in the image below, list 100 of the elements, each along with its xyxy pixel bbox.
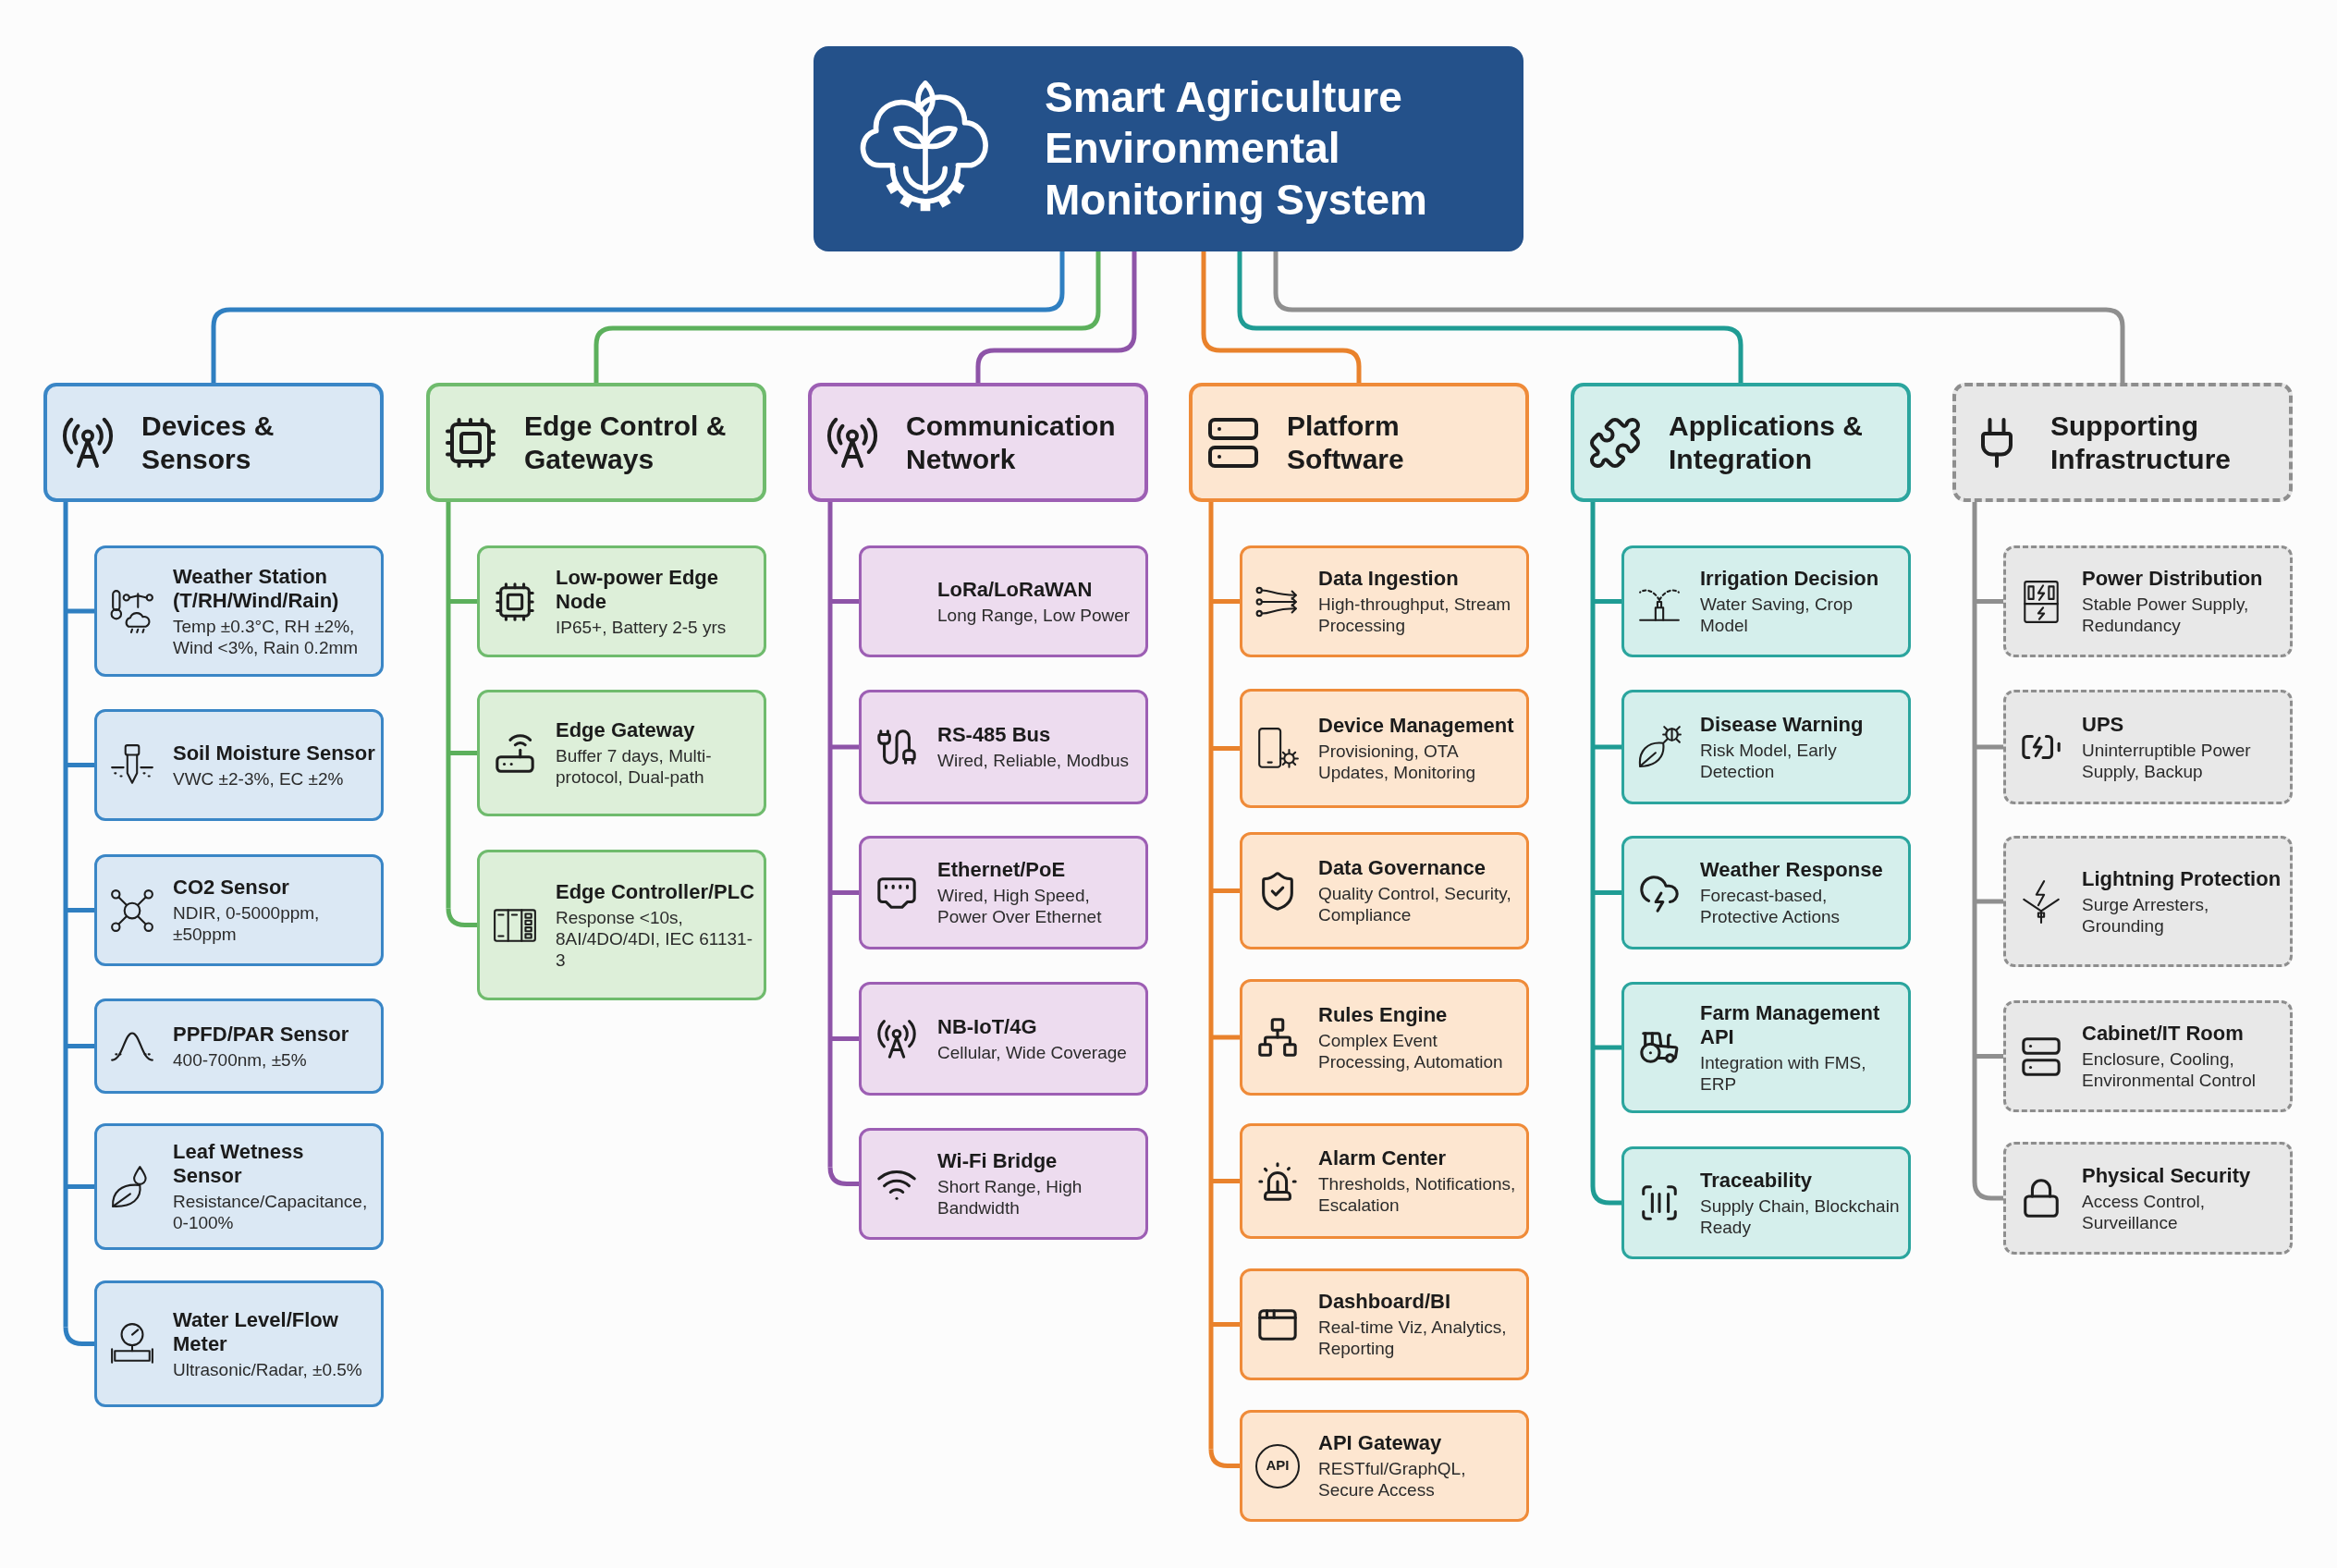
connector-line — [1590, 502, 1596, 1186]
connector-line — [211, 251, 1065, 383]
component-description: Risk Model, Early Detection — [1700, 739, 1838, 782]
component-title: Soil Moisture Sensor — [173, 741, 375, 766]
component-title: LoRa/LoRaWAN — [937, 577, 1094, 602]
component-description: Resistance/Capacitance, 0-100% — [173, 1191, 369, 1233]
category-title: Devices & Sensors — [141, 409, 275, 476]
component-card — [2003, 836, 2293, 967]
component-card — [859, 1128, 1148, 1240]
connector-line — [1590, 1185, 1621, 1206]
component-card — [1621, 545, 1911, 657]
component-description: Wired, High Speed, Power Over Ethernet — [937, 885, 1103, 927]
connector-line — [827, 502, 833, 1168]
connector-line — [1211, 599, 1240, 604]
component-description: Short Range, High Bandwidth — [937, 1176, 1083, 1219]
category-header-box — [808, 383, 1148, 502]
component-description: Quality Control, Security, Compliance — [1318, 883, 1512, 925]
component-title: Weather Response — [1700, 858, 1884, 882]
component-title: Power Distribution — [2082, 567, 2264, 591]
component-title: Farm Management API — [1700, 1000, 1881, 1049]
component-description: 400-700nm, ±5% — [173, 1048, 308, 1071]
component-title: Irrigation Decision — [1700, 567, 1880, 591]
component-description: Provisioning, OTA Updates, Monitoring — [1318, 741, 1477, 783]
category-title: Communication Network — [906, 409, 1117, 476]
component-title: Edge Gateway — [556, 718, 696, 742]
component-description: Stable Power Supply, Redundancy — [2082, 594, 2250, 636]
connector-line — [446, 908, 477, 927]
component-description: Real-time Viz, Analytics, Reporting — [1318, 1317, 1508, 1359]
component-title: RS-485 Bus — [937, 723, 1052, 747]
component-card — [1621, 1146, 1911, 1259]
component-card — [859, 690, 1148, 804]
component-card — [94, 1123, 384, 1250]
connector-line — [66, 763, 94, 767]
connector-line — [827, 1167, 859, 1186]
category-header-box — [43, 383, 384, 502]
component-title: NB-IoT/4G — [937, 1014, 1038, 1039]
connector-line — [66, 1044, 94, 1048]
component-description: RESTful/GraphQL, Secure Access — [1318, 1458, 1467, 1501]
category-header-box — [1571, 383, 1911, 502]
component-card — [1240, 979, 1529, 1096]
component-title: Data Governance — [1318, 856, 1487, 880]
connector-line — [66, 908, 94, 913]
connector-line — [1211, 888, 1240, 893]
header-title: Smart Agriculture Environmental Monitoring System — [1045, 72, 1429, 226]
connector-line — [830, 599, 859, 604]
component-title: Edge Controller/PLC — [556, 879, 756, 904]
component-title: PPFD/PAR Sensor — [173, 1022, 350, 1047]
component-description: Long Range, Low Power — [937, 604, 1132, 626]
connector-line — [1208, 502, 1214, 1450]
connector-line — [1975, 899, 2003, 904]
connector-line — [830, 744, 859, 750]
category-title: Platform Software — [1287, 409, 1405, 476]
connector-line — [1593, 599, 1621, 604]
connector-line — [1975, 744, 2003, 750]
component-title: CO2 Sensor — [173, 876, 290, 900]
connector-line — [1211, 1322, 1240, 1327]
component-card — [1240, 1410, 1529, 1522]
connector-line — [66, 608, 94, 614]
connector-line — [66, 1184, 94, 1189]
system-header-box — [814, 46, 1523, 251]
component-card — [94, 709, 384, 821]
category-title: Edge Control & Gateways — [524, 409, 728, 476]
component-title: Low-power Edge Node — [556, 565, 719, 614]
connector-line — [1593, 1045, 1621, 1050]
component-card — [1621, 836, 1911, 949]
connector-line — [448, 599, 477, 604]
component-description: Buffer 7 days, Multi-protocol, Dual-path — [556, 745, 713, 788]
connector-line — [1972, 502, 1977, 1182]
connector-line — [63, 502, 68, 1328]
component-title: Ethernet/PoE — [937, 858, 1067, 882]
component-description: Surge Arresters, Grounding — [2082, 893, 2210, 937]
component-description: Complex Event Processing, Automation — [1318, 1029, 1504, 1072]
component-card — [1240, 689, 1529, 808]
component-description: Cellular, Wide Coverage — [937, 1041, 1128, 1063]
component-card — [1621, 690, 1911, 804]
connector-line — [830, 890, 859, 895]
connector-line — [446, 502, 451, 909]
connector-line — [1972, 1181, 2003, 1201]
component-card — [1240, 1123, 1529, 1239]
connector-line — [1211, 1179, 1240, 1183]
component-description: Ultrasonic/Radar, ±0.5% — [173, 1358, 363, 1380]
category-title: Applications & Integration — [1669, 409, 1864, 476]
component-card — [477, 850, 766, 1000]
component-card — [2003, 690, 2293, 804]
component-description: Supply Chain, Blockchain Ready — [1700, 1194, 1901, 1238]
component-description: Wired, Reliable, Modbus — [937, 750, 1130, 771]
component-title: Cabinet/IT Room — [2082, 1022, 2245, 1046]
component-title: Water Level/Flow Meter — [173, 1307, 339, 1356]
component-card — [2003, 1000, 2293, 1112]
component-description: Response <10s, 8AI/4DO/4DI, IEC 61131-3 — [556, 906, 753, 971]
component-card — [477, 545, 766, 657]
component-title: Physical Security — [2082, 1163, 2252, 1188]
component-title: Weather Station (T/RH/Wind/Rain) — [173, 564, 340, 613]
component-title: Lightning Protection — [2082, 866, 2282, 891]
component-description: Water Saving, Crop Model — [1700, 594, 1854, 636]
component-card — [2003, 1142, 2293, 1255]
connector-line — [1237, 251, 1744, 383]
component-description: Access Control, Surveillance — [2082, 1190, 2207, 1233]
category-header-box — [1952, 383, 2293, 502]
connector-line — [448, 751, 477, 755]
